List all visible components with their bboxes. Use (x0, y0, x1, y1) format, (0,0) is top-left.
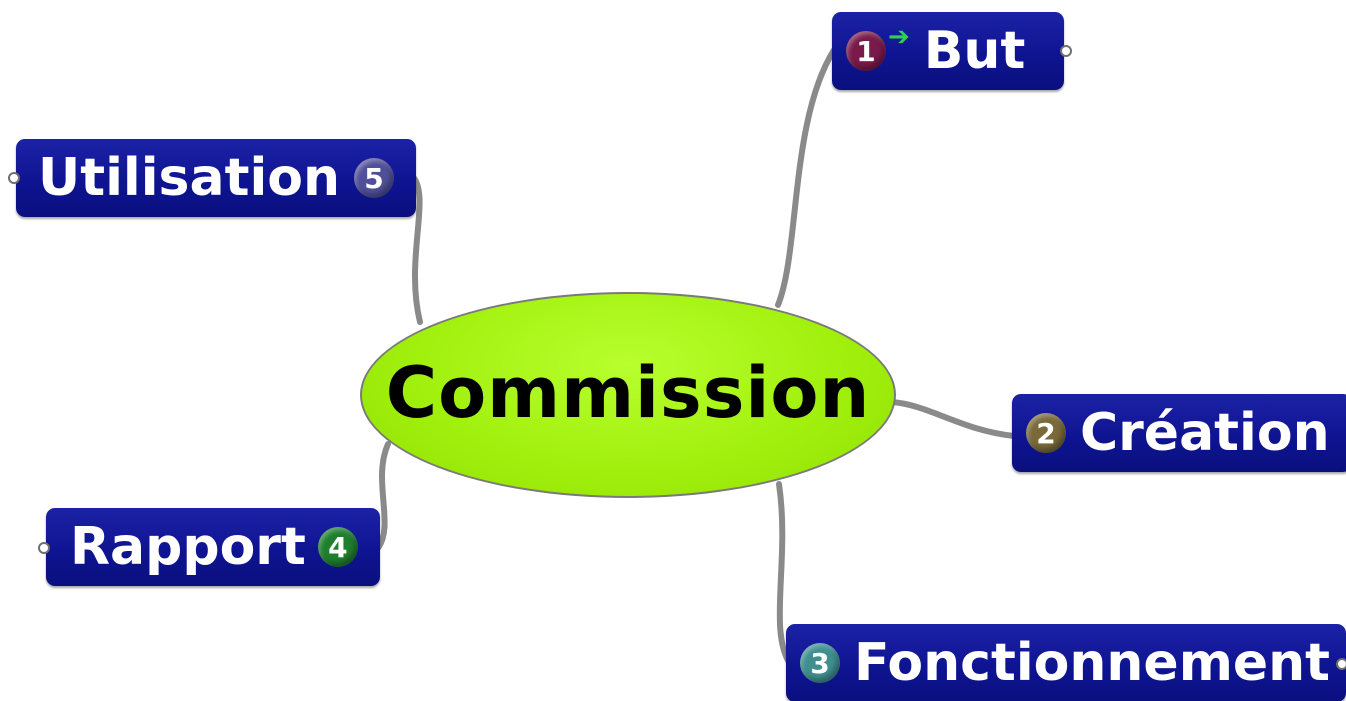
central-topic-label: Commission (385, 352, 871, 434)
connector-rapport (375, 441, 391, 551)
priority-2-icon: 2 (1026, 413, 1066, 453)
connector-creation (889, 399, 1017, 439)
branch-node-utilisation[interactable]: Utilisation 5 (16, 139, 416, 217)
connector-but (775, 47, 837, 308)
branch-node-fonctionnement[interactable]: 3 Fonctionnement (786, 624, 1346, 701)
connector-fonctionnement (776, 481, 793, 667)
branch-label-fonctionnement: Fonctionnement (854, 633, 1331, 693)
connector-utilisation (411, 175, 423, 325)
branch-label-but: But (923, 21, 1026, 81)
collapse-knob-but[interactable] (1060, 45, 1072, 57)
priority-4-icon: 4 (317, 527, 358, 567)
collapse-knob-utilisation[interactable] (8, 172, 20, 184)
priority-3-icon: 3 (800, 643, 840, 683)
branch-label-rapport: Rapport (70, 517, 306, 577)
priority-1-icon: 1 (846, 31, 886, 71)
branch-label-creation: Création (1080, 403, 1330, 463)
priority-5-icon: 5 (354, 158, 395, 198)
collapse-knob-rapport[interactable] (38, 542, 50, 554)
branch-node-but[interactable]: 1 ➔ But (832, 12, 1064, 90)
branch-label-utilisation: Utilisation (38, 148, 341, 208)
branch-node-creation[interactable]: 2 Création (1012, 394, 1346, 472)
branch-node-rapport[interactable]: Rapport 4 (46, 508, 380, 586)
green-right-arrow-icon: ➔ (888, 22, 910, 52)
collapse-knob-fonctionnement[interactable] (1336, 658, 1346, 670)
central-topic[interactable]: Commission (360, 292, 896, 498)
